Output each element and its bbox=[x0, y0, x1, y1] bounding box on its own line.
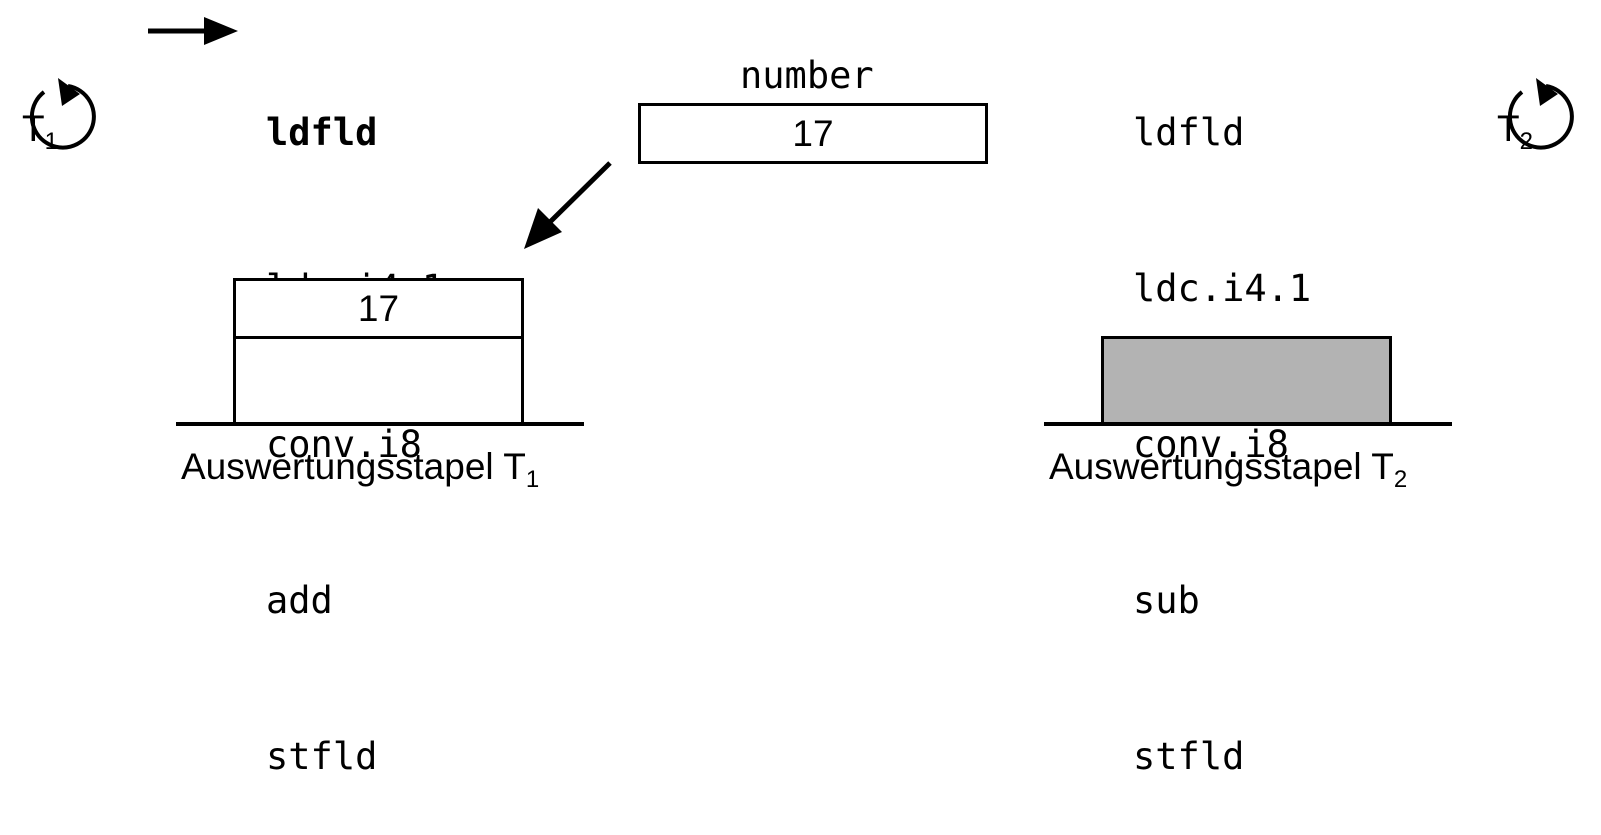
field-value-box: 17 bbox=[638, 103, 988, 164]
code-line: ldc.i4.1 bbox=[1133, 267, 1312, 310]
field-name: number bbox=[740, 54, 874, 97]
stack1-base-slot bbox=[233, 336, 524, 425]
thread1-cycle-icon bbox=[29, 78, 96, 150]
code-line: ldfld bbox=[1133, 111, 1245, 154]
thread1-label: T1 bbox=[22, 108, 58, 155]
code-line: stfld bbox=[266, 735, 378, 778]
code-line-current: ldfld bbox=[266, 111, 378, 154]
stack2-slot bbox=[1101, 336, 1392, 425]
thread2-cycle-icon bbox=[1507, 78, 1574, 150]
load-arrow bbox=[524, 161, 612, 249]
code-line: conv.i8 bbox=[266, 423, 422, 466]
instruction-pointer-arrow bbox=[148, 17, 238, 45]
code-line: add bbox=[266, 579, 333, 622]
stack1-top-slot: 17 bbox=[233, 278, 524, 339]
code-line: conv.i8 bbox=[1133, 423, 1289, 466]
stack2-label: Auswertungsstapel T2 bbox=[1049, 446, 1408, 493]
thread2-label: T2 bbox=[1497, 108, 1533, 155]
stack1-label: Auswertungsstapel T1 bbox=[181, 446, 540, 493]
code-line: sub bbox=[1133, 579, 1200, 622]
code-line: stfld bbox=[1133, 735, 1245, 778]
